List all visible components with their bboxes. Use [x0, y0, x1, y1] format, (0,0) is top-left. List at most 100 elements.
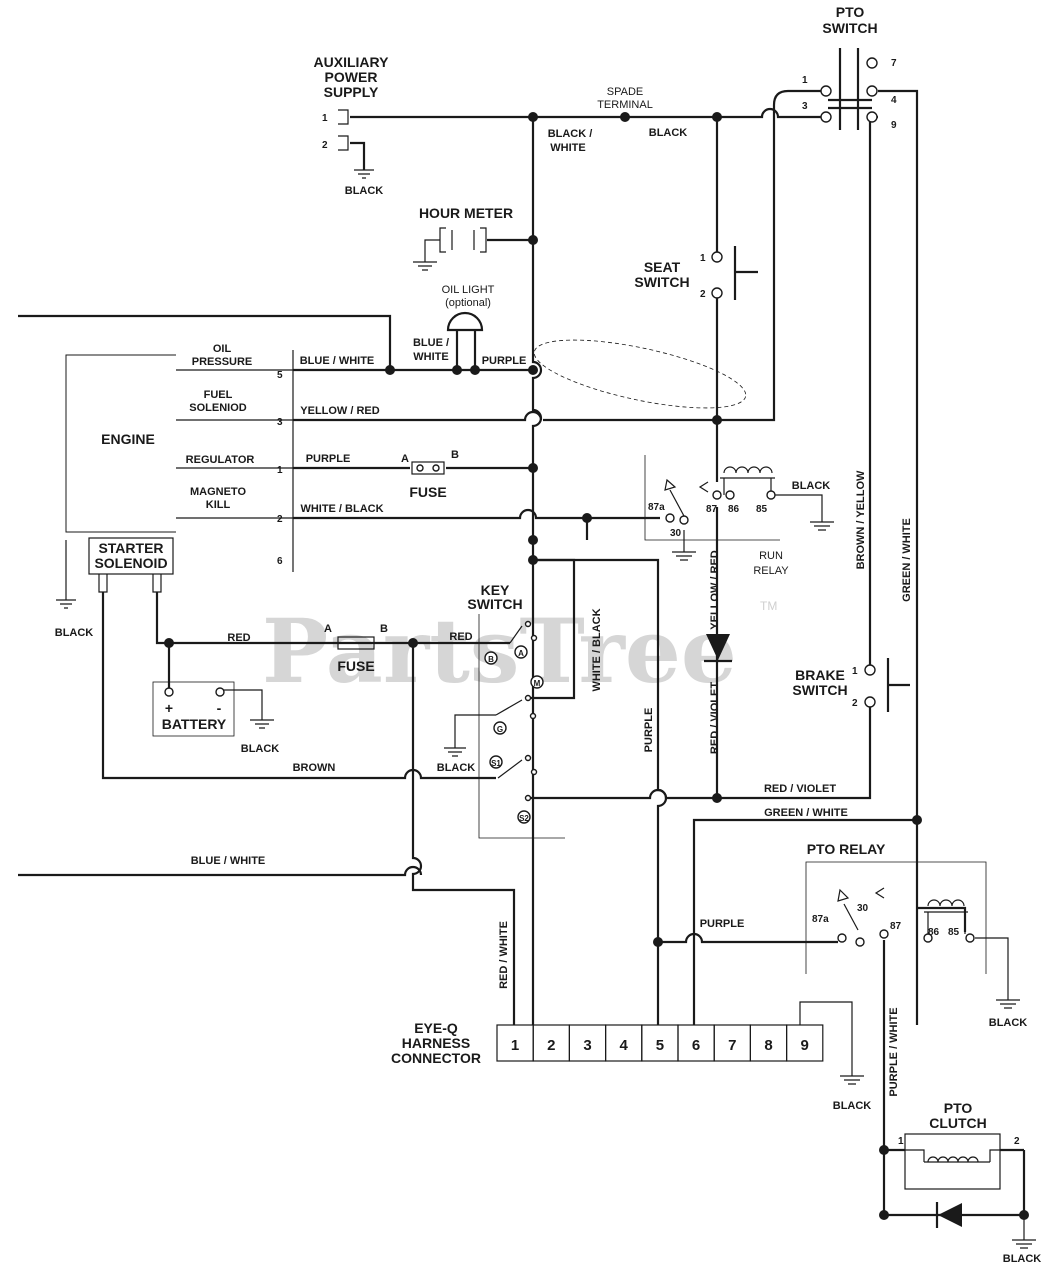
key-num-a: A [518, 649, 524, 658]
pto-num-1: 1 [802, 75, 808, 86]
eyeq-label-1: EYE-Q [414, 1020, 458, 1036]
regulator-fuse: A B FUSE [401, 449, 459, 500]
key-num-m: M [534, 679, 541, 688]
key-ground-label: BLACK [437, 762, 476, 774]
key-contact [495, 699, 523, 716]
wire-green-white-h [692, 818, 919, 1025]
pto-relay-num-85: 85 [948, 927, 960, 938]
relay-terminal-87 [712, 490, 722, 500]
junction-dot [528, 365, 538, 375]
run-relay-switch [669, 489, 685, 517]
engine-num-1: 1 [277, 465, 283, 476]
fuse-label: FUSE [409, 484, 446, 500]
wire-label-purple-pto: PURPLE [700, 918, 745, 930]
engine-box [65, 354, 176, 533]
wire-relay85-ground [775, 494, 823, 522]
key-pin [524, 620, 532, 628]
key-pin [524, 794, 532, 802]
relay-terminal-86 [725, 490, 735, 500]
engine-num-6: 6 [277, 556, 283, 567]
pto-relay-coil-leads [927, 912, 966, 934]
wire-main-vertical [531, 117, 543, 1025]
wire-brown-yellow [868, 115, 878, 668]
key-pin [530, 768, 538, 776]
connector-pin-label: 3 [583, 1037, 591, 1054]
magneto-label-2: KILL [206, 499, 231, 511]
wire-black-top [350, 107, 822, 119]
wire-label-red-2: RED [449, 631, 472, 643]
pto-terminal-7 [866, 57, 878, 69]
seat-num-1: 1 [700, 253, 706, 264]
clutch-ground-label: BLACK [1003, 1253, 1042, 1265]
relay-terminal-30 [679, 515, 689, 525]
wire-label-purple-reg: PURPLE [306, 453, 351, 465]
pto-switch-label-1: PTO [836, 4, 865, 20]
seat-terminal-1 [711, 251, 723, 263]
aux-num-2: 2 [322, 140, 328, 151]
key-terminal-a [514, 645, 528, 659]
starter-terminals [98, 574, 162, 593]
engine-ground-label: BLACK [55, 627, 94, 639]
brake-num-1: 1 [852, 666, 858, 677]
wire-white-black [293, 508, 660, 520]
wire-label-purple-v: PURPLE [643, 708, 655, 753]
hour-meter: HOUR METER [419, 205, 513, 253]
brake-switch: BRAKE SWITCH 1 2 [792, 658, 910, 712]
ground-icon [672, 551, 696, 561]
aux-terminal-1 [338, 109, 349, 125]
wire-green-white-v [878, 89, 919, 820]
magneto-label-1: MAGNETO [190, 486, 246, 498]
eyeq-label-3: CONNECTOR [391, 1050, 481, 1066]
connector-pin-9 [785, 1024, 824, 1062]
battery-box [152, 681, 235, 737]
key-switch-label-2: SWITCH [467, 596, 522, 612]
key-num-b: B [488, 655, 494, 664]
key-terminal-s1 [489, 755, 503, 769]
connector-pin-label: 4 [620, 1037, 629, 1054]
pto-clutch-coil-leads [905, 1149, 1000, 1162]
relay-num-87: 87 [706, 504, 718, 515]
pto-relay-terminal-86 [923, 933, 933, 943]
wire-label-green-white-v: GREEN / WHITE [901, 518, 913, 602]
wire-label-red-violet: RED / VIOLET [764, 783, 836, 795]
oil-light-label-1: OIL LIGHT [442, 284, 495, 296]
clutch-diode-icon [938, 1203, 962, 1227]
clutch-num-1: 1 [898, 1136, 904, 1147]
key-switch: KEY SWITCH B A M G S1 S2 BLACK [437, 582, 565, 839]
wire-label-blue-white-lower: BLUE / WHITE [191, 855, 266, 867]
battery-plus: + [165, 700, 173, 716]
pto-relay-num-87a: 87a [812, 914, 829, 925]
fuel-solenoid-label-2: SOLENIOD [189, 402, 247, 414]
dashed-ellipse [533, 339, 747, 409]
oil-light-icon [446, 311, 484, 332]
run-relay: 87a 30 87 86 85 BLACK RUN RELAY [644, 455, 831, 577]
key-pin [529, 712, 537, 720]
relay-num-85: 85 [756, 504, 768, 515]
connector-pin-label: 8 [764, 1037, 772, 1054]
watermark-text: PartsTree [262, 599, 737, 703]
run-relay-label-2: RELAY [753, 565, 789, 577]
key-switch-box [478, 614, 565, 839]
brake-switch-actuator [886, 658, 910, 712]
connector-pin-label: 6 [692, 1037, 700, 1054]
key-terminal-b [484, 651, 498, 665]
fuse-icon [411, 461, 445, 475]
ground-icon [444, 747, 466, 757]
junction-dot [164, 638, 174, 648]
oil-pressure-label-2: PRESSURE [192, 356, 253, 368]
wire-label-purple-oil: PURPLE [482, 355, 527, 367]
relay-ground-label: BLACK [792, 480, 831, 492]
ground-icon [56, 599, 76, 609]
run-relay-label-1: RUN [759, 550, 783, 562]
wire-pin9-ground [799, 1001, 853, 1076]
wire-label-bw-2: WHITE [550, 142, 585, 154]
starter-box [88, 537, 174, 575]
oil-light: OIL LIGHT (optional) BLUE / WHITE PURPLE [413, 284, 526, 370]
starter-label-1: STARTER [98, 540, 163, 556]
starter-solenoid: STARTER SOLENOID BLACK [55, 537, 174, 639]
wire-red-violet [530, 700, 872, 800]
aux-label-2: POWER [325, 69, 378, 85]
wire-purple-pto [658, 932, 838, 944]
junction-dot [620, 112, 630, 122]
